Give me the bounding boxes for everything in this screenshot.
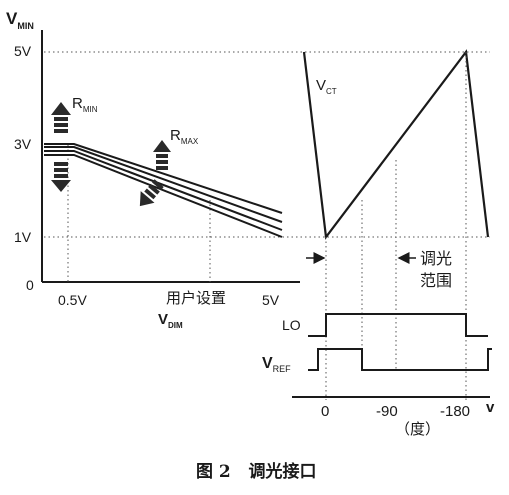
y-axis-title: VMIN [6,9,34,31]
vref-label: VREF [262,355,291,374]
phase-unit: （度） [395,420,440,438]
left-plot: VMIN 5V 3V 1V 0 RMIN [6,9,490,330]
y-tick-0: 0 [26,277,34,293]
x-tick-0p5v: 0.5V [58,292,87,308]
vmin-curve-family [44,143,283,238]
x-axis-title: VDIM [158,311,183,330]
vmin-curve [44,143,283,214]
right-plot: VCT 调光 范围 LO VREF 0 -90 -180 v （度） [262,49,495,438]
r-max-arrow [139,140,171,207]
r-max-label: RMAX [170,127,199,146]
vmin-curve [44,154,283,238]
y-tick-3v: 3V [14,136,32,152]
r-min-arrow [51,102,71,192]
y-tick-5v: 5V [14,43,32,59]
r-min-label: RMIN [72,95,98,114]
phase-tick-0: 0 [321,403,329,420]
vmin-curve [44,150,283,231]
phase-tick-90: -90 [376,403,398,420]
phase-axis-symbol: v [486,399,495,416]
vct-label: VCT [316,77,337,96]
vct-waveform [302,49,490,240]
range-label-line2: 范围 [420,271,452,290]
range-label-line1: 调光 [420,249,452,268]
y-tick-1v: 1V [14,229,32,245]
x-center-label: 用户设置 [166,289,226,307]
vref-waveform [308,348,492,371]
lo-label: LO [282,317,301,333]
x-tick-5v: 5V [262,292,280,308]
vmin-curve [44,146,283,223]
phase-tick-180: -180 [440,403,470,420]
figure-caption: 图 2 调光接口 [196,461,317,482]
lo-waveform [308,313,488,337]
